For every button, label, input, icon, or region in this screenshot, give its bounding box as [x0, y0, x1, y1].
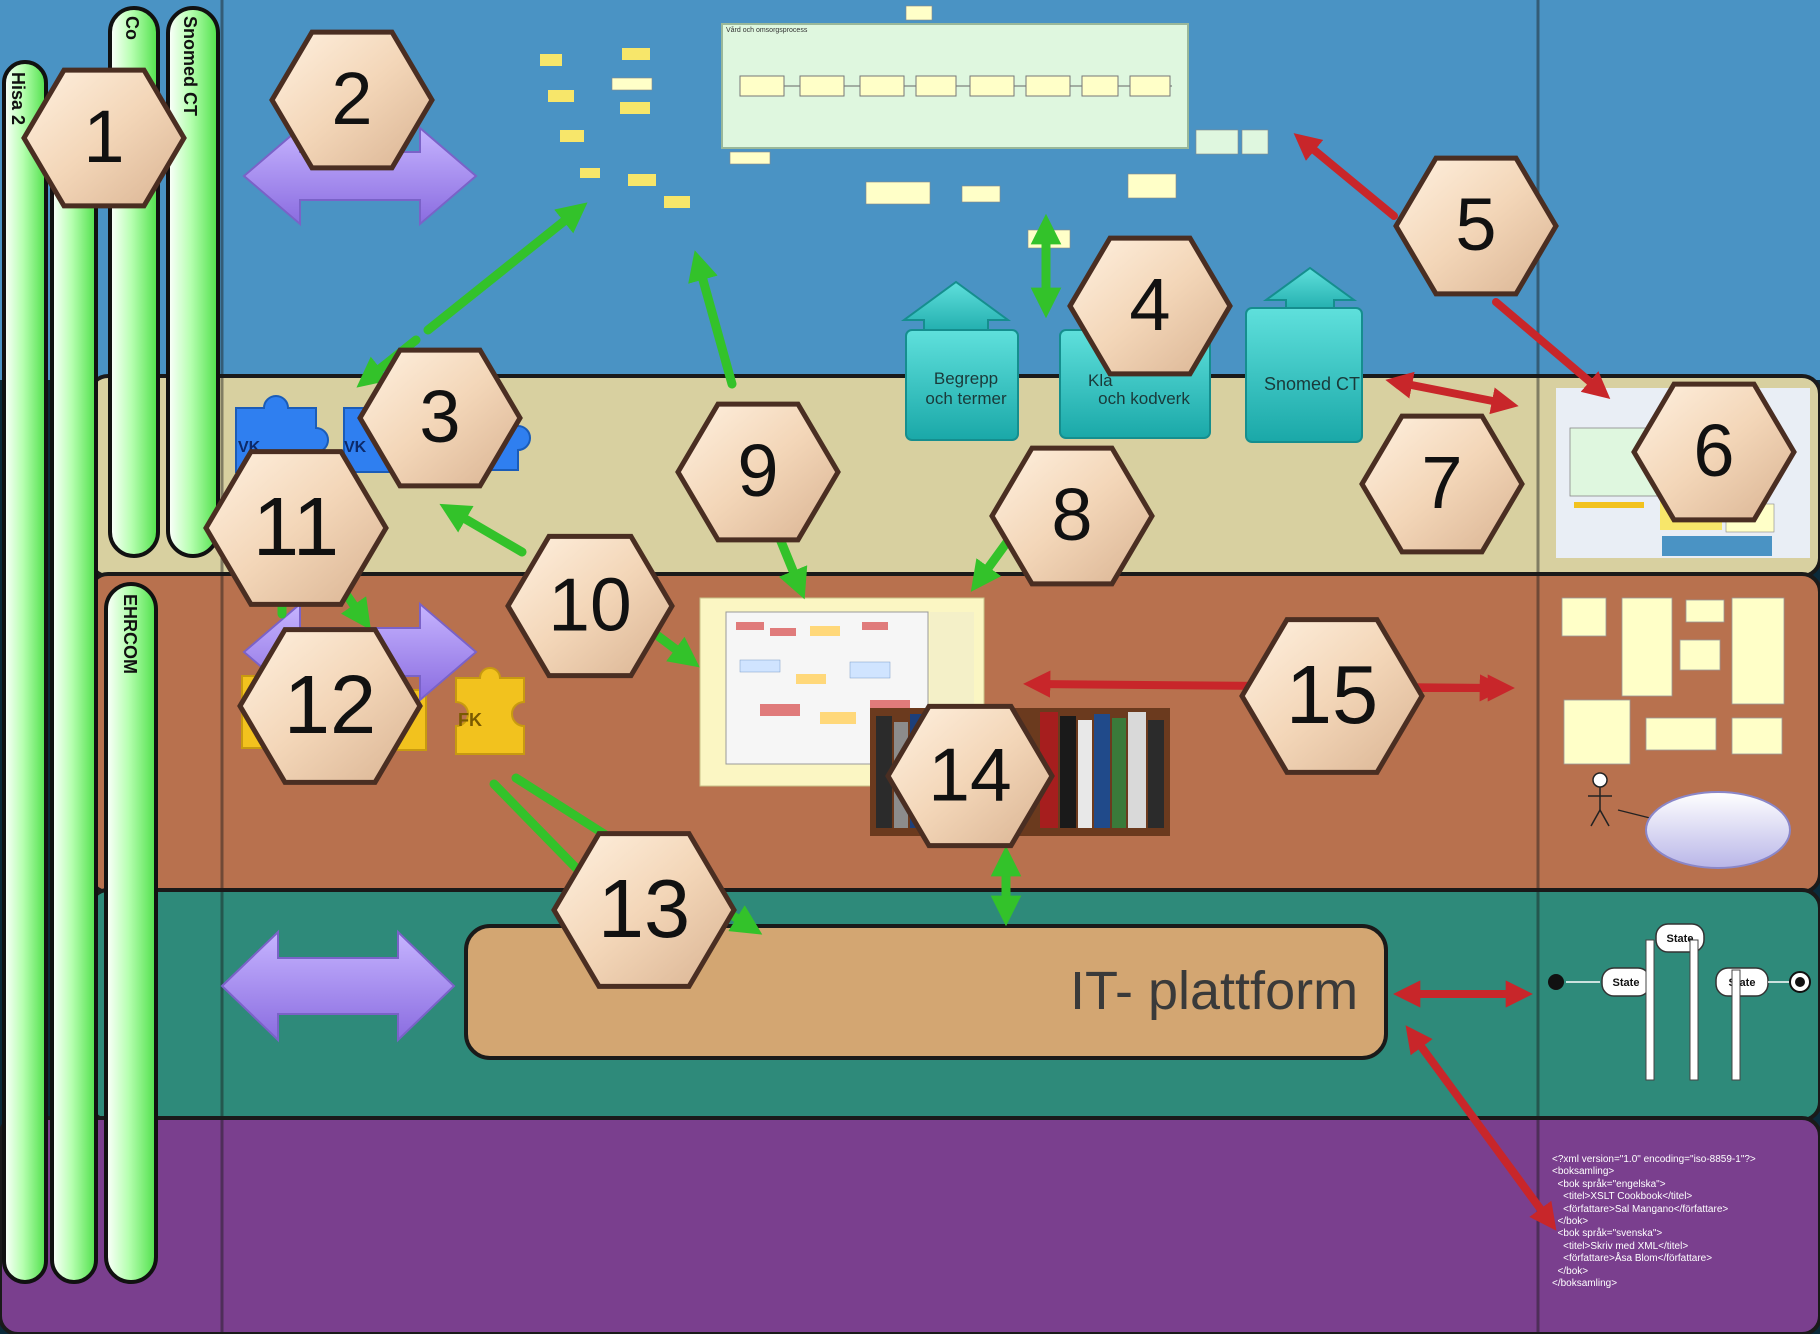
book — [1094, 714, 1110, 828]
hexagon-number: 6 — [1693, 409, 1734, 492]
process-note — [866, 182, 930, 204]
lifeline — [1732, 970, 1740, 1080]
state-node-label: State — [1613, 977, 1640, 989]
hisa-label: Hisa 2 — [8, 72, 28, 125]
box-label-line2: och kodverk — [1098, 389, 1190, 408]
process-step — [916, 76, 956, 96]
process-step — [1026, 76, 1070, 96]
hexagon-number: 5 — [1455, 183, 1496, 266]
uml-class — [1622, 598, 1672, 696]
process-note — [1242, 130, 1268, 154]
process-step — [1130, 76, 1170, 96]
puzzle-fk-label: FK — [458, 710, 482, 730]
puzzle-vk-label: VK — [344, 439, 367, 456]
process-note — [560, 130, 584, 142]
screenshot-element — [820, 712, 856, 724]
hisa-inner-pillar — [52, 160, 96, 1282]
hexagon-number: 1 — [83, 95, 124, 178]
hexagon-number: 13 — [598, 862, 690, 955]
hexagon-number: 10 — [548, 563, 631, 647]
box-label-line2: och termer — [925, 389, 1007, 408]
process-note — [962, 186, 1000, 202]
process-note — [612, 78, 652, 90]
uml-class — [1680, 640, 1720, 670]
actor-head — [1593, 773, 1607, 787]
xml-snippet: <?xml version="1.0" encoding="iso-8859-1… — [1552, 1154, 1802, 1290]
book — [1060, 716, 1076, 828]
process-note — [548, 90, 574, 102]
lifeline — [1690, 940, 1698, 1080]
hexagon-number: 14 — [928, 733, 1011, 817]
thumbnail-element — [1662, 536, 1772, 556]
process-note — [730, 152, 770, 164]
screenshot-element — [770, 628, 796, 636]
lifeline — [1646, 940, 1654, 1080]
screenshot-element — [796, 674, 826, 684]
screenshot-element — [810, 626, 840, 636]
hexagon-number: 4 — [1129, 263, 1170, 346]
state-node-label: State — [1667, 933, 1694, 945]
process-step — [970, 76, 1014, 96]
snomed-label: Snomed CT — [180, 16, 200, 116]
ehrcom-label: EHRCOM — [120, 594, 140, 674]
screenshot-element — [850, 662, 890, 678]
hexagon-number: 7 — [1421, 441, 1462, 524]
uml-class — [1732, 718, 1782, 754]
screenshot-element — [736, 622, 764, 630]
thumbnail-element — [1574, 502, 1644, 508]
process-note — [620, 102, 650, 114]
box-label-line1: Snomed CT — [1264, 374, 1360, 394]
screenshot-element — [740, 660, 780, 672]
process-note — [628, 174, 656, 186]
book — [1112, 718, 1126, 828]
use-case-ellipse — [1646, 792, 1790, 868]
process-step — [740, 76, 784, 96]
uml-class — [1732, 598, 1784, 704]
co-label: Co — [122, 16, 142, 40]
book — [1128, 712, 1146, 828]
process-step — [1082, 76, 1118, 96]
hexagon-number: 3 — [419, 375, 460, 458]
process-note — [580, 168, 600, 178]
book — [1078, 720, 1092, 828]
process-note — [1196, 130, 1238, 154]
uml-class — [1646, 718, 1716, 750]
uml-class — [1686, 600, 1724, 622]
hexagon-number: 8 — [1051, 473, 1092, 556]
process-note — [906, 6, 932, 20]
process-note — [622, 48, 650, 60]
hexagon-number: 11 — [253, 480, 339, 573]
process-step — [860, 76, 904, 96]
process-note — [1128, 174, 1176, 198]
it-platform-label: IT- plattform — [1070, 960, 1358, 1022]
data-band — [0, 1118, 1820, 1334]
screenshot-element — [862, 622, 888, 630]
hexagon-number: 9 — [737, 429, 778, 512]
process-map-title: Vård och omsorgsprocess — [726, 26, 808, 34]
hexagon-number: 2 — [331, 57, 372, 140]
uml-class — [1562, 598, 1606, 636]
ehrcom-pillar — [106, 584, 156, 1282]
hexagon-number: 15 — [1286, 648, 1378, 741]
screenshot-element — [760, 704, 800, 716]
process-note — [540, 54, 562, 66]
uml-class — [1564, 700, 1630, 764]
box-label-line1: Begrepp — [934, 369, 998, 388]
hexagon-number: 12 — [284, 658, 376, 751]
book — [1148, 720, 1164, 828]
process-note — [664, 196, 690, 208]
initial-state — [1548, 974, 1564, 990]
hisa-pillar — [4, 62, 46, 1282]
final-state-inner — [1795, 977, 1805, 987]
process-step — [800, 76, 844, 96]
